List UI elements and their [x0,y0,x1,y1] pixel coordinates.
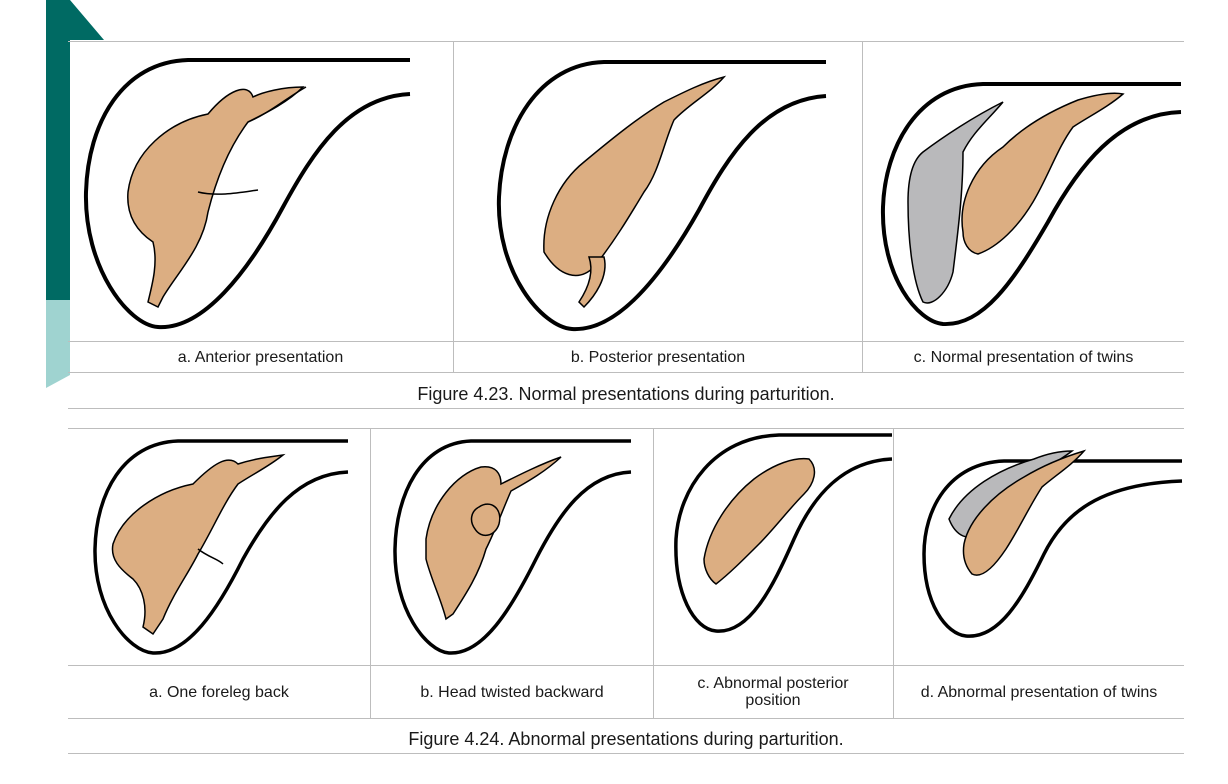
figure-2-end-rule [68,753,1184,754]
figure-1-divider [862,41,863,372]
panel-label-twins: c. Normal presentation of twins [913,348,1134,366]
figure-1-end-rule [68,408,1184,409]
figure-2-divider [653,428,654,718]
figure-1-caption-rule [68,341,1184,342]
uterus-outline [880,82,1182,327]
head-twisted-backward-illustration [393,439,632,655]
calf [962,449,1087,576]
figure-2-divider [893,428,894,718]
twin-calf [907,101,1004,304]
figure-1-top-rule [68,41,1184,42]
calf [425,456,562,621]
twins-normal-presentation-illustration [880,82,1182,327]
posterior-presentation-illustration [496,60,827,332]
uterus-outline [674,433,893,633]
figure-1-divider [453,41,454,372]
uterus-outline [496,60,827,332]
panel-label-abnormal-twins: d. Abnormal presentation of twins [920,683,1158,701]
calf [543,75,727,309]
panel-label-abnormal-posterior: c. Abnormal posterior position [697,675,849,709]
figure-2-top-rule [68,428,1184,429]
abnormal-twins-illustration [922,449,1183,638]
calf [111,453,286,636]
panel-label-posterior: b. Posterior presentation [570,348,746,366]
figure-1-caption: Figure 4.23. Normal presentations during… [417,384,835,404]
figure-1-bottom-rule [68,372,1184,373]
uterus-outline [922,459,1183,638]
panel-label-head-twisted: b. Head twisted backward [420,683,604,701]
calf [703,457,816,585]
calf [961,92,1125,255]
calf [127,86,307,309]
uterus-outline [393,439,632,655]
abnormal-posterior-illustration [674,433,893,633]
panel-label-one-foreleg-back: a. One foreleg back [149,683,289,701]
panel-label-anterior: a. Anterior presentation [177,348,344,366]
uterus-outline [83,58,411,330]
figure-2-caption-rule [68,665,1184,666]
uterus-outline [93,439,349,655]
figure-2-divider [370,428,371,718]
one-foreleg-back-illustration [93,439,349,655]
anterior-presentation-illustration [83,58,411,330]
figure-2-caption: Figure 4.24. Abnormal presentations duri… [408,729,844,749]
figure-2-bottom-rule [68,718,1184,719]
